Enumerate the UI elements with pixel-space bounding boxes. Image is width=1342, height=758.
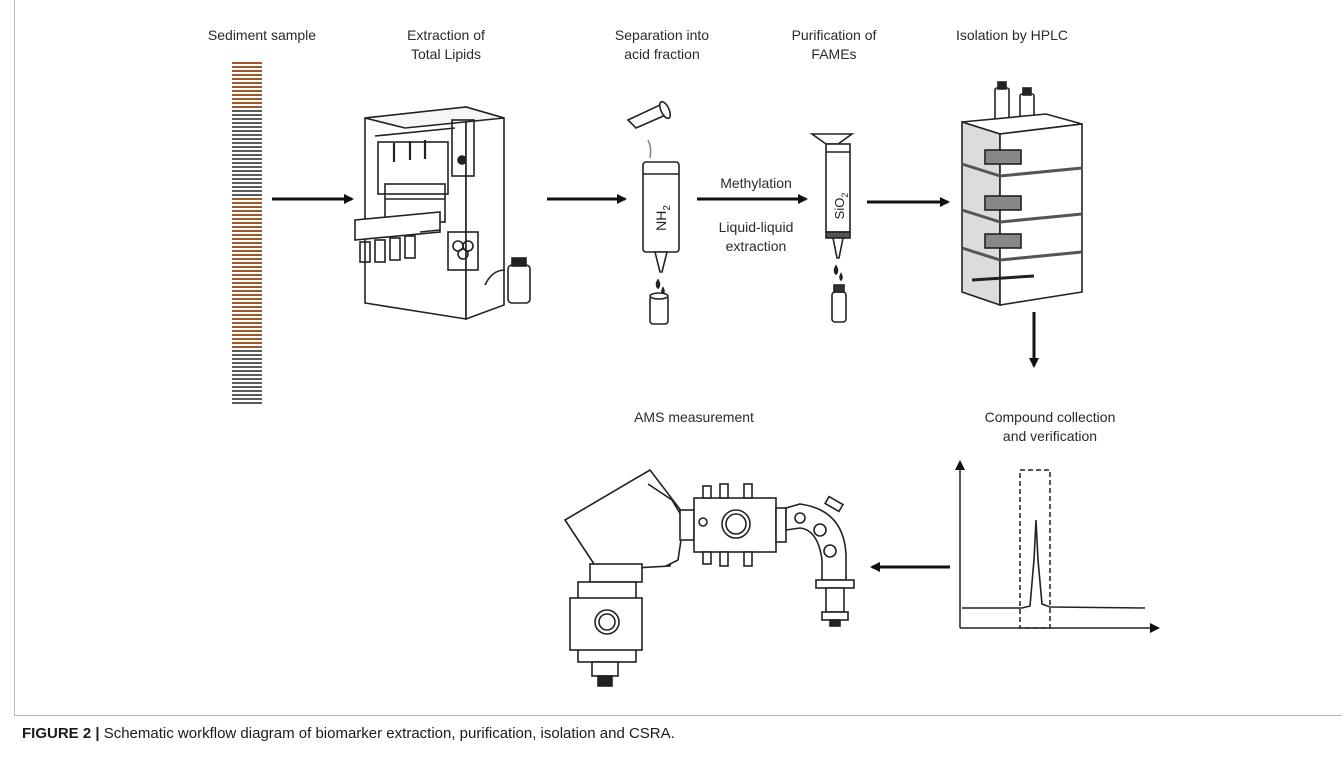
- step-label-ams: AMS measurement: [634, 409, 754, 425]
- step-label-sediment: Sediment sample: [207, 27, 317, 43]
- figure-number: FIGURE 2 |: [22, 725, 100, 742]
- sio2-column-icon: [809, 133, 855, 323]
- nh2-column-label: NH2: [653, 205, 673, 231]
- ams-instrument-icon: [563, 468, 855, 687]
- hplc-instrument-icon: [961, 81, 1083, 307]
- step-label-isolation: Isolation by HPLC: [955, 27, 1069, 43]
- nh2-column-icon: [626, 100, 680, 325]
- chromatogram-icon: [955, 460, 1160, 633]
- figure-caption: FIGURE 2 | Schematic workflow diagram of…: [22, 725, 675, 742]
- reagent-methylation: Methylation: [720, 175, 792, 191]
- sio2-column-label: SiO2: [832, 193, 850, 220]
- extraction-instrument-icon: [354, 105, 531, 321]
- sediment-core-icon: [232, 62, 262, 406]
- figure-frame: [14, 0, 1342, 716]
- workflow-diagram: NH2 SiO2: [232, 62, 1160, 687]
- caption-text: Schematic workflow diagram of biomarker …: [99, 725, 675, 742]
